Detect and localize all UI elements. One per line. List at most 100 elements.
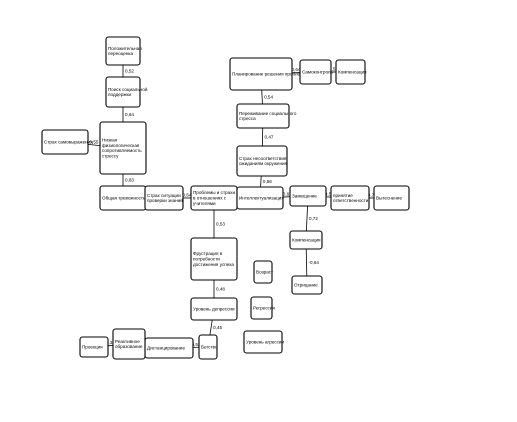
edge-weight-label: 0,72 (309, 216, 318, 221)
node-label-line: Компенсация (292, 238, 321, 243)
node-label-line: Планирование решения проблемы (232, 72, 307, 77)
node-box (250, 296, 273, 320)
node-label-line: Фрустрация в (193, 251, 223, 256)
node-label-line: учителями (193, 201, 216, 206)
node-label-line: достижения успеха (193, 262, 234, 267)
node-box (335, 59, 366, 85)
node-n27: Уровень агрессии (243, 330, 284, 354)
node-label-line: проверки знаний (147, 197, 183, 203)
node-label-line: Проекция (82, 345, 103, 350)
node-label-line: Замещение (292, 194, 317, 199)
node-label-line: в отношениях с (193, 196, 227, 201)
node-n8: Интеллектуализация (236, 186, 284, 210)
node-box (236, 103, 290, 129)
node-label-line: стресса (239, 116, 256, 121)
edge-weight-label: 0,54 (264, 95, 273, 100)
node-box (79, 336, 109, 358)
edge-n15-n16: 0,53 (329, 67, 338, 73)
edge-n9-n10: -0,58 (323, 191, 334, 198)
node-box (289, 185, 327, 207)
node-label-line: Дистанцирование (147, 346, 185, 351)
edge-line (260, 175, 262, 188)
node-box (243, 330, 283, 354)
edge-line (306, 205, 308, 232)
node-box (105, 76, 141, 108)
node-box (236, 145, 288, 177)
node-label-line: Интеллектуализация (239, 196, 284, 201)
edge-weight-label: 0,56 (263, 179, 272, 184)
edges-layer: 0,520,640,550,830,560,640,72-0,62-0,58-0… (87, 65, 377, 348)
node-box (144, 185, 184, 211)
node-label-line: Возраст (256, 270, 274, 275)
node-n11: Вытеснение (373, 185, 410, 211)
node-label-line: Переживание социального (239, 111, 297, 116)
node-n3: Низкаяфизиологическаясопротивляемостьстр… (99, 121, 147, 175)
edge-n4-n3: 0,55 (87, 140, 101, 147)
node-label-line: Уровень агрессии (246, 340, 284, 345)
node-label-line: Вытеснение (376, 196, 402, 201)
node-label-line: Общая тревожность (102, 196, 146, 201)
edge-weight-label: 0,45 (213, 325, 222, 330)
edge-weight-label: 0,64 (292, 67, 301, 72)
node-n25: Возраст (253, 260, 274, 284)
node-n16: Компенсация (335, 59, 367, 85)
node-box (190, 237, 238, 281)
edge-n14-n15: 0,64 (292, 67, 301, 74)
node-box (253, 260, 273, 284)
edge-n18-n8: 0,56 (260, 175, 272, 188)
node-label-line: Проблемы и страхи (193, 190, 235, 195)
node-label-line: Компенсация (338, 70, 367, 75)
node-box (190, 297, 238, 321)
node-n12: Компенсация (289, 230, 323, 250)
edge-n21-n22: 0,52 (192, 342, 201, 348)
node-n15: Самоконтроль (299, 59, 334, 85)
edge-weight-label: 0,55 (90, 140, 99, 145)
node-label-line: Страх самовыражения (44, 140, 93, 145)
edge-n1-n2: 0,52 (122, 65, 134, 77)
node-label-line: Поиск социальной (108, 86, 148, 92)
node-n13: Отрицание (291, 275, 323, 295)
node-box (289, 230, 323, 250)
edge-n9-n12: 0,72 (306, 205, 318, 232)
edge-weight-label: 0,47 (265, 135, 274, 140)
edge-weight-label: 0,64 (125, 112, 134, 117)
node-box (198, 334, 218, 360)
node-box (291, 275, 323, 295)
node-label-line: Самоконтроль (302, 70, 334, 75)
edge-n3-n5: 0,83 (122, 174, 134, 186)
node-label-line: ответственности (333, 198, 369, 203)
node-box (105, 36, 141, 66)
edge-weight-label: 0,38 (106, 340, 115, 345)
node-label-line: Реактивное (115, 339, 140, 344)
edge-weight-label: 0,64 (183, 193, 192, 198)
edge-n17-n18: 0,47 (261, 127, 274, 147)
edge-n20-n21: 0,45 (209, 319, 222, 336)
node-n24: Проекция (79, 336, 109, 358)
node-box (99, 121, 147, 175)
node-label-line: Страх ситуации (147, 193, 181, 198)
node-label-line: Регрессия (253, 306, 275, 311)
edge-n2-n3: 0,64 (122, 107, 134, 122)
node-label-line: ожиданиям окружения (239, 161, 288, 166)
node-n26: Регрессия (250, 296, 275, 320)
edge-weight-label: -0,78 (366, 193, 377, 198)
node-label-line: Бегство (201, 345, 218, 350)
node-label-line: физиологическая (102, 143, 140, 148)
edge-n7-n19: 0,53 (213, 210, 225, 238)
node-n14: Планирование решения проблемы (229, 57, 307, 91)
node-box (299, 59, 332, 85)
node-label-line: Уровень депрессии (193, 307, 235, 312)
edge-line (87, 143, 101, 147)
node-n20: Уровень депрессии (190, 297, 238, 321)
node-box (41, 129, 89, 155)
edge-weight-label: -0,64 (309, 260, 320, 265)
node-label-line: Страх несоответствия (239, 156, 287, 161)
